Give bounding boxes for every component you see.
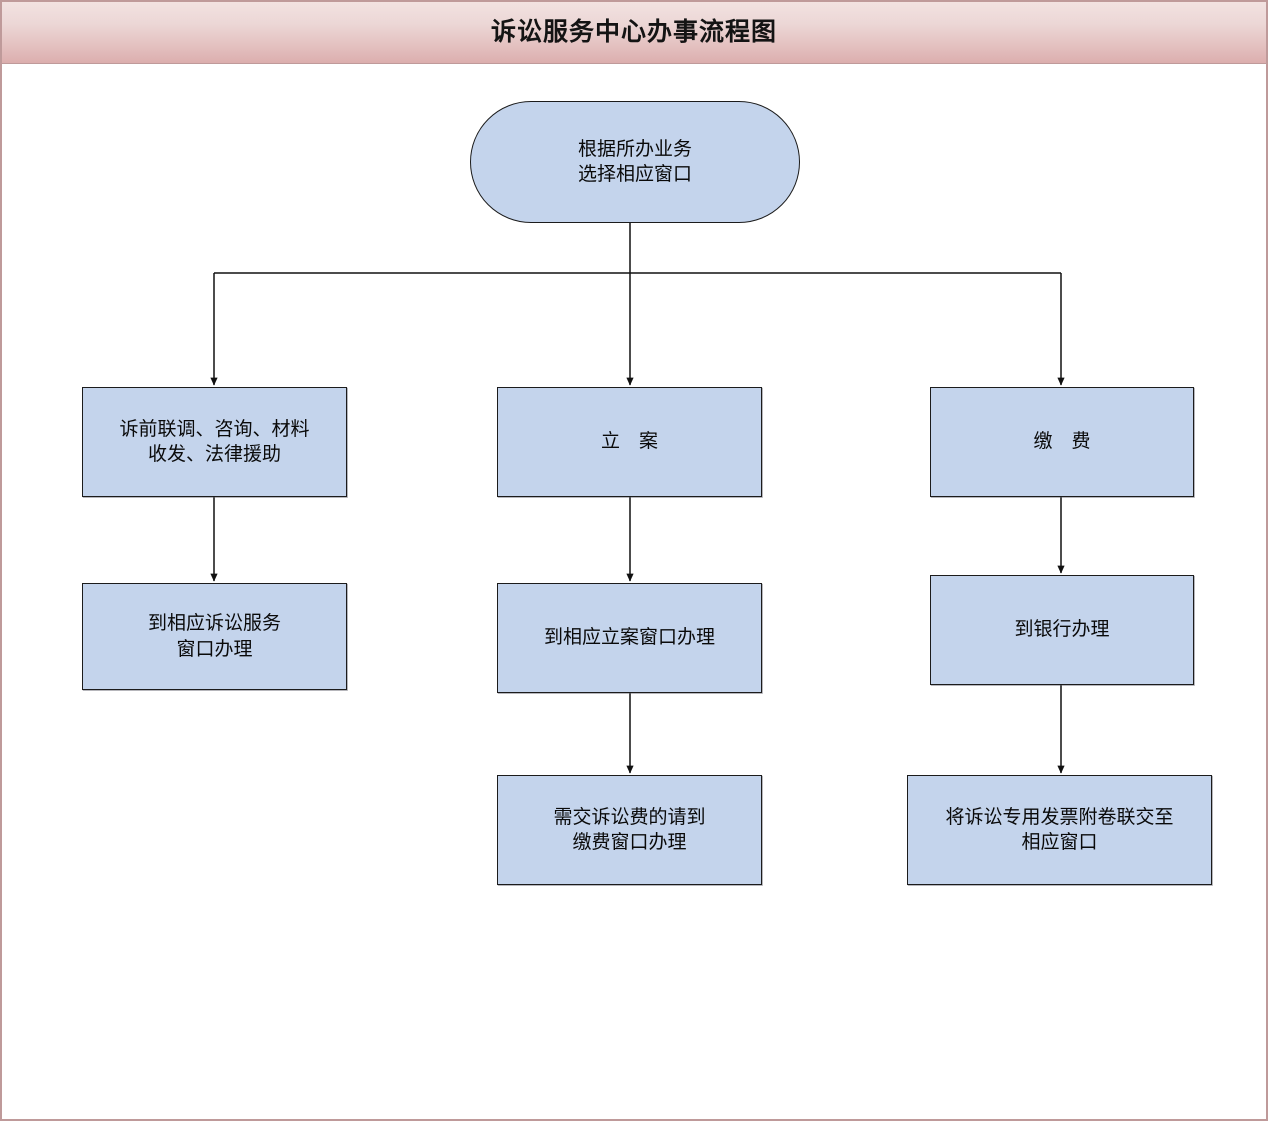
node-fee-payment[interactable]: 缴 费 (930, 387, 1194, 497)
node-start-label: 根据所办业务 选择相应窗口 (577, 137, 692, 185)
node-filing-label: 立 案 (600, 430, 658, 453)
page-title: 诉讼服务中心办事流程图 (490, 17, 777, 46)
node-invoice-label: 将诉讼专用发票附卷联交至 相应窗口 (945, 805, 1174, 853)
node-start-select-window[interactable]: 根据所办业务 选择相应窗口 (470, 101, 800, 223)
node-submit-invoice-copy[interactable]: 将诉讼专用发票附卷联交至 相应窗口 (907, 775, 1212, 885)
node-pretrial-label: 诉前联调、咨询、材料 收发、法律援助 (119, 417, 310, 465)
node-payment-label: 缴 费 (1033, 430, 1091, 453)
node-filing-window-label: 到相应立案窗口办理 (543, 626, 715, 649)
node-pretrial-mediation-consult-materials[interactable]: 诉前联调、咨询、材料 收发、法律援助 (82, 387, 347, 497)
node-go-to-bank[interactable]: 到银行办理 (930, 575, 1194, 685)
node-pretrial-window-label: 到相应诉讼服务 窗口办理 (147, 612, 281, 660)
node-case-filing[interactable]: 立 案 (497, 387, 762, 497)
node-case-filing-window[interactable]: 到相应立案窗口办理 (497, 583, 762, 693)
header-banner: 诉讼服务中心办事流程图 (2, 2, 1266, 64)
node-payment-window[interactable]: 需交诉讼费的请到 缴费窗口办理 (497, 775, 762, 885)
node-fee-window-label: 需交诉讼费的请到 缴费窗口办理 (553, 805, 706, 853)
node-bank-label: 到银行办理 (1014, 618, 1110, 641)
flowchart-canvas: 根据所办业务 选择相应窗口 诉前联调、咨询、材料 收发、法律援助 立 案 缴 费… (2, 64, 1266, 1119)
node-litigation-service-window[interactable]: 到相应诉讼服务 窗口办理 (82, 583, 347, 690)
